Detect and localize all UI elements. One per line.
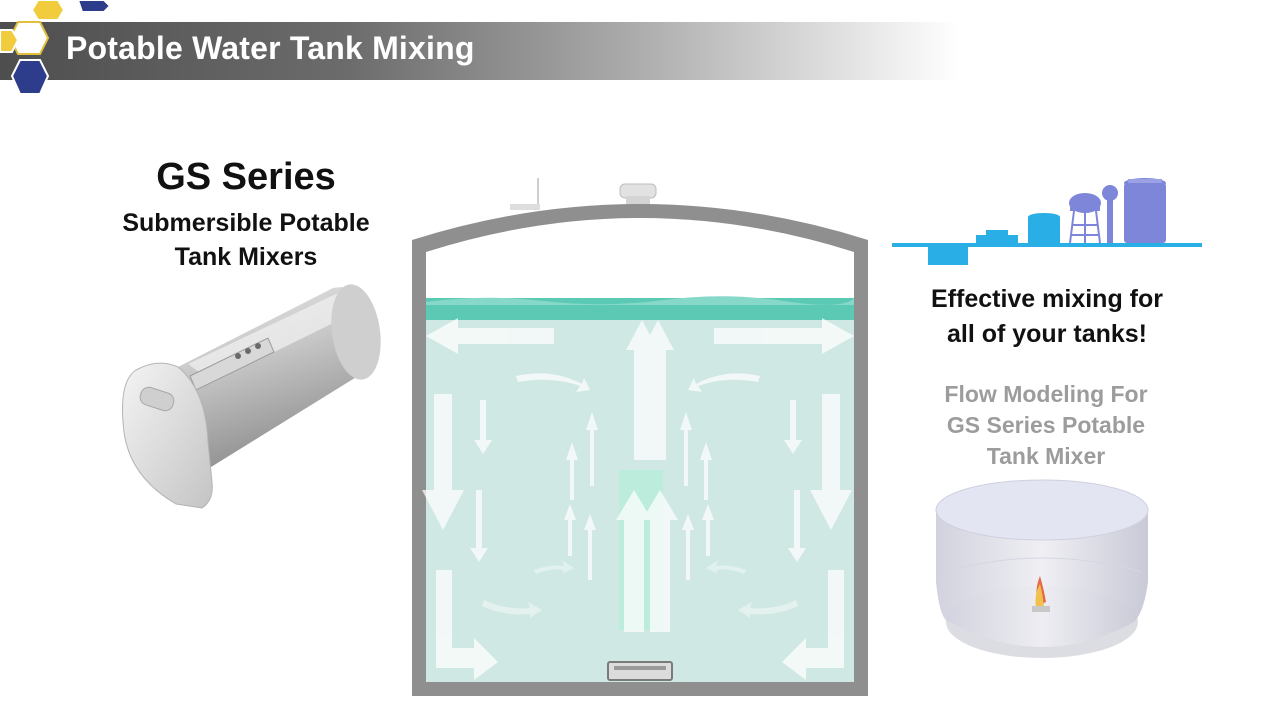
title-bar — [0, 22, 1000, 80]
tagline-line-2: all of your tanks! — [946, 320, 1148, 348]
product-subtitle-line-1: Submersible Potable — [122, 209, 370, 237]
hexagon-logo-icon — [0, 0, 112, 95]
flow-model-cylinder-icon — [935, 479, 1149, 658]
flow-modeling-caption: Flow Modeling For GS Series Potable Tank… — [900, 379, 1192, 472]
flow-caption-line-2: GS Series Potable — [946, 412, 1146, 438]
flow-caption-line-1: Flow Modeling For — [944, 381, 1148, 407]
mixer-icon — [122, 284, 381, 509]
tagline-line-1: Effective mixing for — [931, 285, 1163, 313]
flow-caption-line-3: Tank Mixer — [986, 443, 1106, 469]
mixing-tagline: Effective mixing for all of your tanks! — [880, 282, 1214, 352]
water-tanks-skyline-icon — [892, 178, 1202, 265]
product-subtitle-line-2: Tank Mixers — [174, 243, 318, 271]
tank-flow-diagram — [412, 178, 868, 696]
page-title: Potable Water Tank Mixing — [66, 30, 475, 66]
product-subtitle: Submersible Potable Tank Mixers — [86, 206, 406, 274]
product-title: GS Series — [156, 156, 336, 198]
